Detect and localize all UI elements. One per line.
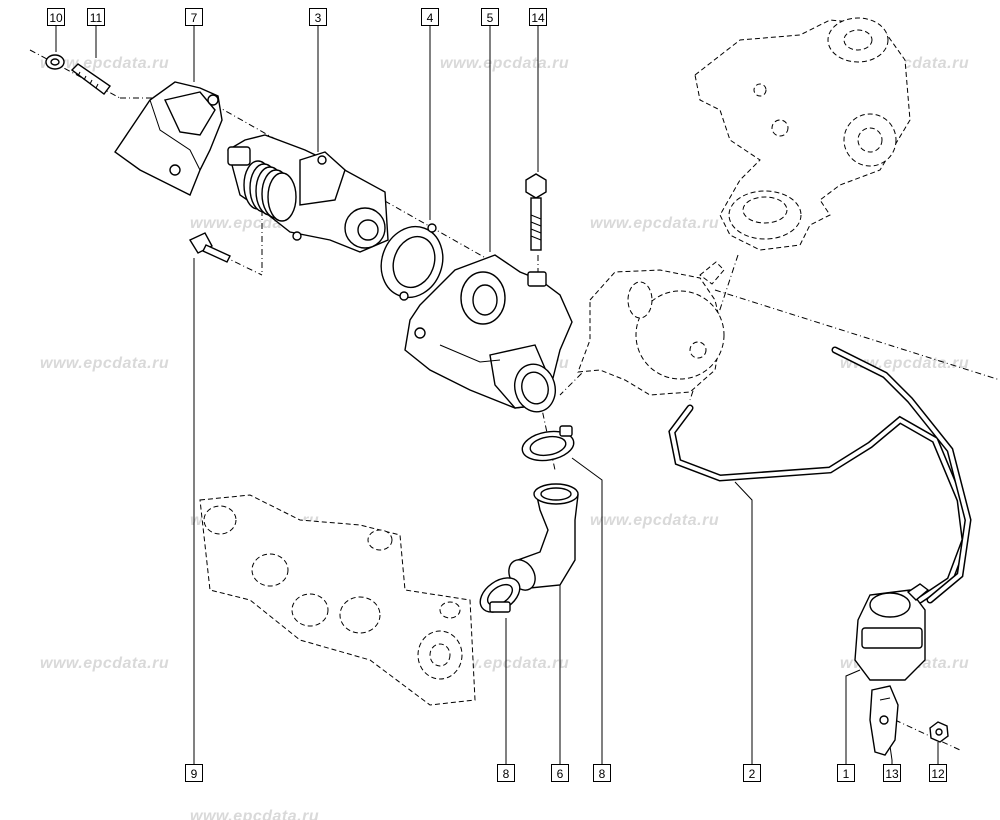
callout-14[interactable]: 14	[529, 8, 547, 26]
leader-lines	[55, 26, 939, 764]
turbocharger	[694, 17, 911, 251]
callout-9[interactable]: 9	[185, 764, 203, 782]
gasket	[380, 223, 444, 301]
watermark: www.epcdata.ru	[440, 55, 570, 72]
watermark: www.epcdata.ru	[40, 55, 170, 72]
solenoid-valve-1	[854, 583, 930, 681]
callout-4[interactable]: 4	[421, 8, 439, 26]
bolt-14	[525, 173, 547, 251]
exhaust-manifold	[199, 494, 476, 706]
bracket-13	[869, 685, 899, 756]
callout-13[interactable]: 13	[883, 764, 901, 782]
vacuum-pump	[577, 261, 725, 396]
vacuum-hose-2	[668, 346, 972, 604]
nut-12	[929, 721, 949, 743]
callout-8-lower-clamp[interactable]: 8	[497, 764, 515, 782]
watermark: www.epcdata.ru	[190, 808, 320, 820]
watermark: www.epcdata.ru	[40, 355, 170, 372]
bolt-9	[188, 232, 231, 263]
clamp-8-upper	[521, 425, 575, 462]
stud-11	[70, 63, 111, 95]
callout-12[interactable]: 12	[929, 764, 947, 782]
callout-3[interactable]: 3	[309, 8, 327, 26]
egr-pipe-6	[508, 483, 579, 591]
callout-1[interactable]: 1	[837, 764, 855, 782]
callout-7[interactable]: 7	[185, 8, 203, 26]
callout-6[interactable]: 6	[551, 764, 569, 782]
egr-valve	[227, 134, 389, 253]
callout-2[interactable]: 2	[743, 764, 761, 782]
watermark: www.epcdata.ru	[40, 655, 170, 672]
callout-5[interactable]: 5	[481, 8, 499, 26]
callout-8-upper-clamp[interactable]: 8	[593, 764, 611, 782]
callout-10[interactable]: 10	[47, 8, 65, 26]
nut-10	[45, 54, 65, 70]
egr-housing	[404, 254, 573, 413]
watermark: www.epcdata.ru	[590, 215, 720, 232]
callout-11[interactable]: 11	[87, 8, 105, 26]
heat-shield	[114, 81, 223, 196]
valve-bellows	[243, 160, 297, 222]
watermark: www.epcdata.ru	[590, 512, 720, 529]
clamp-8-lower	[479, 577, 521, 613]
